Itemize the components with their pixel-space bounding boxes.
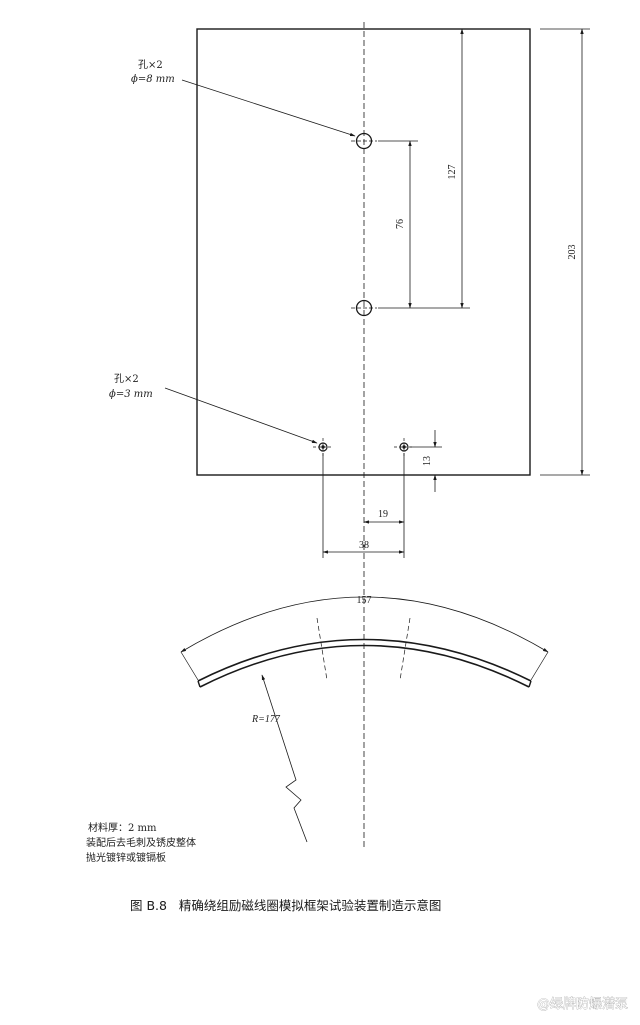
dimension-19 <box>363 453 405 530</box>
dimension-13 <box>410 430 442 492</box>
watermark: @绿牌防爆潜泵 <box>537 996 628 1012</box>
callout-small-holes-count: 孔×2 <box>114 373 139 385</box>
material-notes: 材料厚：2 mm 装配后去毛刺及锈皮整体 抛光镀锌或镀镉板 <box>86 821 196 864</box>
callout-large-holes-count: 孔×2 <box>138 59 163 71</box>
dimension-38 <box>322 453 405 558</box>
large-hole-upper <box>351 132 377 150</box>
dim-203-label: 203 <box>567 245 578 260</box>
curved-plate-inner <box>199 644 530 688</box>
dim-127-label: 127 <box>447 165 458 180</box>
dimension-76 <box>378 140 418 309</box>
radius-label: R=177 <box>251 714 281 725</box>
callout-large-holes-diameter: ϕ=8 mm <box>131 74 175 85</box>
dimension-157-arc <box>180 596 549 653</box>
curved-plate-outer <box>197 638 532 682</box>
radial-line-right <box>399 617 411 681</box>
dim-38-label: 38 <box>359 540 369 551</box>
plate-top-view <box>164 22 590 850</box>
radial-line-left <box>316 617 328 681</box>
dimension-127 <box>378 28 470 309</box>
figure-caption: 图 B.8 精确绕组励磁线圈模拟框架试验装置制造示意图 <box>130 898 441 913</box>
dim-157-label: 157 <box>357 595 372 606</box>
radius-leader <box>261 674 308 843</box>
dim-19-label: 19 <box>378 509 388 520</box>
dim-76-label: 76 <box>395 219 406 229</box>
dimension-203 <box>540 28 590 476</box>
curved-plate-side-view <box>180 596 549 843</box>
large-hole-lower <box>351 299 377 317</box>
dim-13-label: 13 <box>422 456 433 466</box>
plate-outline <box>196 28 531 476</box>
leader-small-holes <box>164 387 318 444</box>
note-line-2: 装配后去毛刺及锈皮整体 <box>86 836 196 849</box>
callout-small-holes-diameter: ϕ=3 mm <box>109 389 153 400</box>
note-line-3: 抛光镀锌或镀镉板 <box>86 851 166 864</box>
note-line-1: 材料厚：2 mm <box>88 821 157 834</box>
leader-large-holes <box>181 79 356 137</box>
